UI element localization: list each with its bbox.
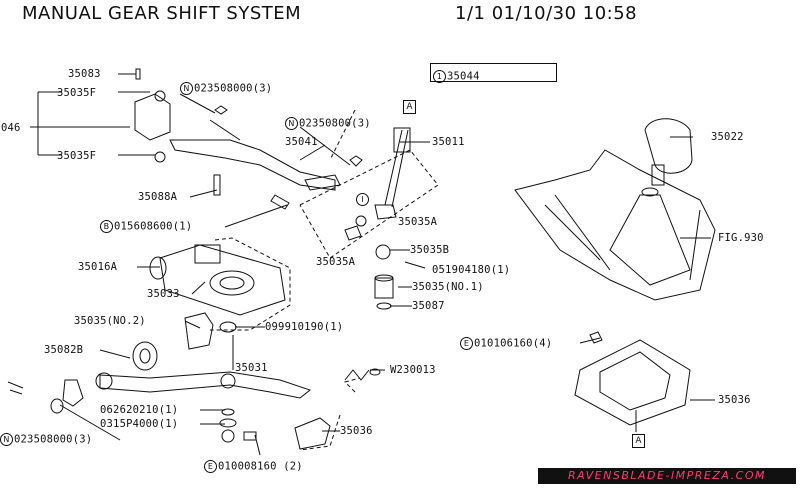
label-35035b: 35035B [410,244,450,256]
label-35035-no2: 35035(NO.2) [74,315,146,327]
shifter-housing [132,244,286,371]
shift-knob-boot [514,118,716,301]
left-small-parts [7,379,84,414]
marker-i-circle: I [356,193,369,206]
marker-a-top: A [403,100,416,114]
label-w230013: W230013 [390,364,436,376]
label-35035a-right: 35035A [398,216,438,228]
label-0315p4000: 0315P4000(1) [100,418,179,430]
shift-rod-lower [95,368,381,450]
marker-a-bottom: A [632,434,645,448]
label-35083: 35083 [68,68,101,80]
label-062620210: 062620210(1) [100,404,179,416]
label-046: 046 [1,122,21,134]
page-timestamp: 1/1 01/10/30 10:58 [455,3,638,24]
label-35087: 35087 [412,300,445,312]
label-35036-right: 35036 [718,394,751,406]
shift-linkage-upper [134,68,363,210]
label-35033: 35033 [147,288,180,300]
label-051904180: 051904180(1) [432,264,511,276]
shift-lever-rod [344,127,426,310]
page-title: MANUAL GEAR SHIFT SYSTEM [22,3,302,24]
label-35041: 35041 [285,136,318,148]
label-35011: 35011 [432,136,465,148]
leader-lines [30,73,715,456]
label-35035f-top: 35035F [57,87,97,99]
label-35082b: 35082B [44,344,84,356]
label-099910190: 099910190(1) [265,321,344,333]
label-35036: 35036 [340,425,373,437]
label-35035f-bottom: 35035F [57,150,97,162]
label-35022: 35022 [711,131,744,143]
label-35035a-left: 35035A [316,256,356,268]
console-plate [574,331,691,432]
label-35016a: 35016A [78,261,118,273]
label-35031: 35031 [235,362,268,374]
watermark-banner: RAVENSBLADE-IMPREZA.COM [538,468,796,484]
label-35088a: 35088A [138,191,178,203]
label-fig930: FIG.930 [718,232,764,244]
dashed-frames [210,109,439,451]
label-35035-no1: 35035(NO.1) [412,281,484,293]
